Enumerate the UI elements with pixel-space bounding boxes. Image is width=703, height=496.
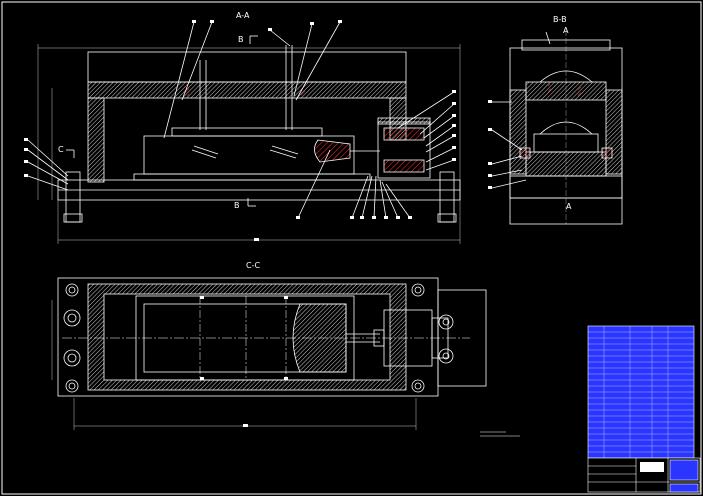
view-label-aa: A-A: [236, 11, 250, 20]
section-marker-a-bottom: A: [566, 202, 572, 211]
view-label-bb: B-B: [553, 15, 567, 24]
view-bb: [491, 30, 623, 225]
view-aa: [27, 21, 461, 244]
section-marker-b-top: B: [238, 35, 244, 44]
title-block: [587, 457, 701, 493]
view-label-cc: C-C: [246, 261, 260, 270]
section-marker-b-bottom: B: [234, 201, 240, 210]
parts-table: [587, 325, 695, 459]
section-marker-c: C: [58, 145, 64, 154]
view-cc: [51, 277, 487, 430]
note-block: [480, 431, 520, 437]
section-marker-a-top: A: [563, 26, 569, 35]
leader-stubs: [24, 20, 492, 427]
